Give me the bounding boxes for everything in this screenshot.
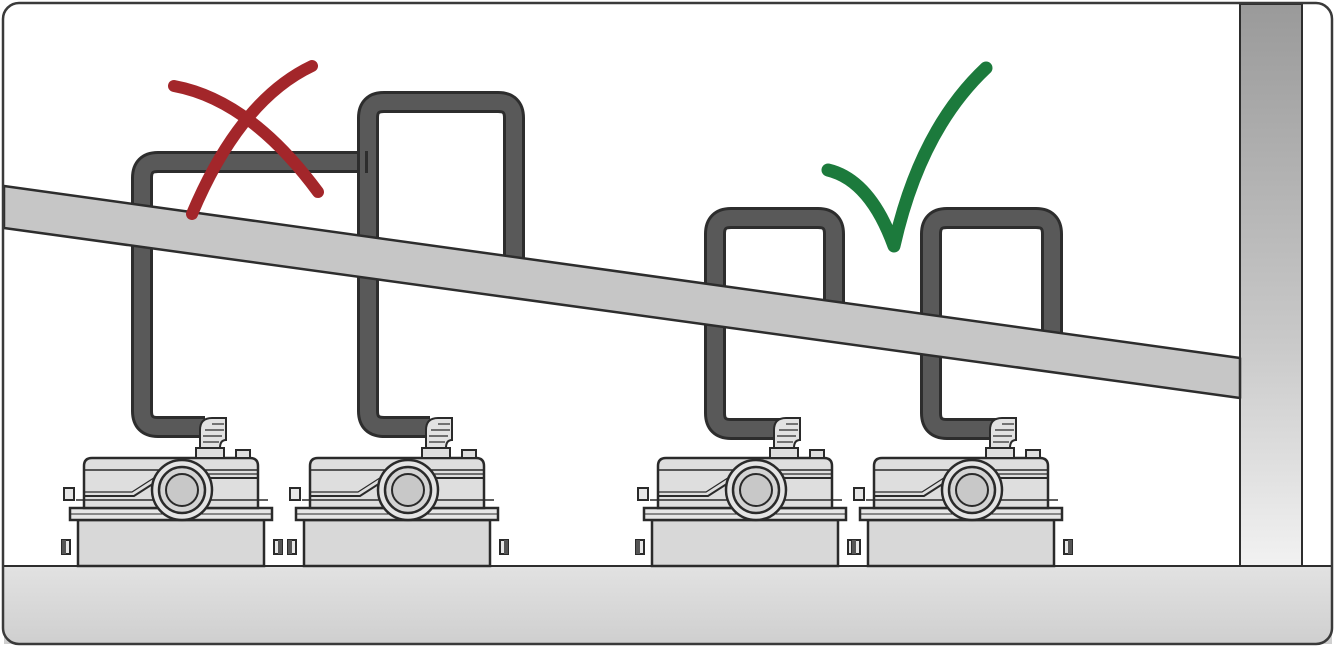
cross-mark-icon [168,60,324,220]
floor [4,566,1332,644]
unit-incorrect-right [286,416,510,568]
unit-incorrect-left [60,416,284,568]
discharge-pipes [131,91,1063,440]
discharge-pipe-correct-left [704,207,845,440]
discharge-pipe-correct-right [920,207,1063,440]
check-mark-icon [821,61,993,253]
discharge-pipe-incorrect-right [357,91,525,438]
wall [1239,3,1303,568]
unit-correct-right [850,416,1074,568]
unit-correct-left [634,416,858,568]
discharge-pipe-incorrect-left [131,151,365,438]
